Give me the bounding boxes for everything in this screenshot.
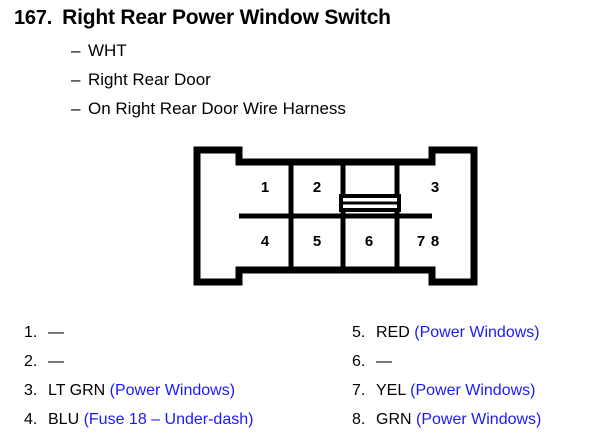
legend-index: 1. [24, 324, 38, 341]
pin-number-8: 8 [430, 233, 440, 250]
legend-note: (Fuse 18 – Under-dash) [83, 411, 254, 428]
legend-name: — [48, 324, 64, 341]
legend-note: (Power Windows) [410, 382, 536, 399]
legend-row: 8. GRN (Power Windows) [352, 405, 607, 434]
dash-marker: – [71, 41, 81, 60]
legend-name: BLU [48, 411, 80, 428]
pin-number-6: 6 [364, 233, 374, 250]
pin-number-2: 2 [312, 179, 322, 196]
legend-column-right: 5. RED (Power Windows) 6. — 7. YEL (Power W… [352, 318, 607, 434]
legend-column-left: 1. — 2. — 3. LT GRN (Power Windows) 4. BLU (… [24, 318, 314, 434]
dash-marker: – [71, 70, 81, 89]
pin-number-1: 1 [260, 179, 270, 196]
item-title: Right Rear Power Window Switch [62, 6, 391, 29]
legend-row: 6. — [352, 347, 607, 376]
page-title: 167. Right Rear Power Window Switch [14, 6, 391, 30]
pin-legend: 1. — 2. — 3. LT GRN (Power Windows) 4. BLU (… [0, 318, 607, 438]
subtitle-text: WHT [88, 41, 127, 60]
legend-row: 7. YEL (Power Windows) [352, 376, 607, 405]
item-number: 167. [14, 7, 53, 29]
subtitle-line-2: –Right Rear Door [71, 70, 211, 90]
legend-name: — [48, 353, 64, 370]
pin-number-5: 5 [312, 233, 322, 250]
legend-name: — [376, 353, 392, 370]
legend-row: 5. RED (Power Windows) [352, 318, 607, 347]
dash-marker: – [71, 99, 81, 118]
legend-name: YEL [376, 382, 406, 399]
legend-index: 7. [352, 382, 366, 399]
legend-index: 3. [24, 382, 38, 399]
legend-index: 5. [352, 324, 366, 341]
subtitle-line-3: –On Right Rear Door Wire Harness [71, 99, 346, 119]
legend-row: 3. LT GRN (Power Windows) [24, 376, 314, 405]
legend-row: 4. BLU (Fuse 18 – Under-dash) [24, 405, 314, 434]
legend-name: GRN [376, 411, 412, 428]
legend-note: (Power Windows) [416, 411, 542, 428]
subtitle-line-1: –WHT [71, 41, 127, 61]
legend-name: LT GRN [48, 382, 106, 399]
subtitle-text: Right Rear Door [88, 70, 211, 89]
legend-index: 6. [352, 353, 366, 370]
subtitle-text: On Right Rear Door Wire Harness [88, 99, 346, 118]
legend-row: 2. — [24, 347, 314, 376]
legend-note: (Power Windows) [414, 324, 540, 341]
pin-number-7: 7 [416, 233, 426, 250]
legend-name: RED [376, 324, 410, 341]
pin-number-4: 4 [260, 233, 270, 250]
legend-index: 8. [352, 411, 366, 428]
legend-note: (Power Windows) [109, 382, 236, 399]
connector-outline-svg [193, 146, 478, 286]
connector-diagram: 1 2 3 4 5 6 7 8 [193, 146, 478, 286]
legend-row: 1. — [24, 318, 314, 347]
pin-number-3: 3 [430, 179, 440, 196]
legend-index: 2. [24, 353, 38, 370]
legend-index: 4. [24, 411, 38, 428]
